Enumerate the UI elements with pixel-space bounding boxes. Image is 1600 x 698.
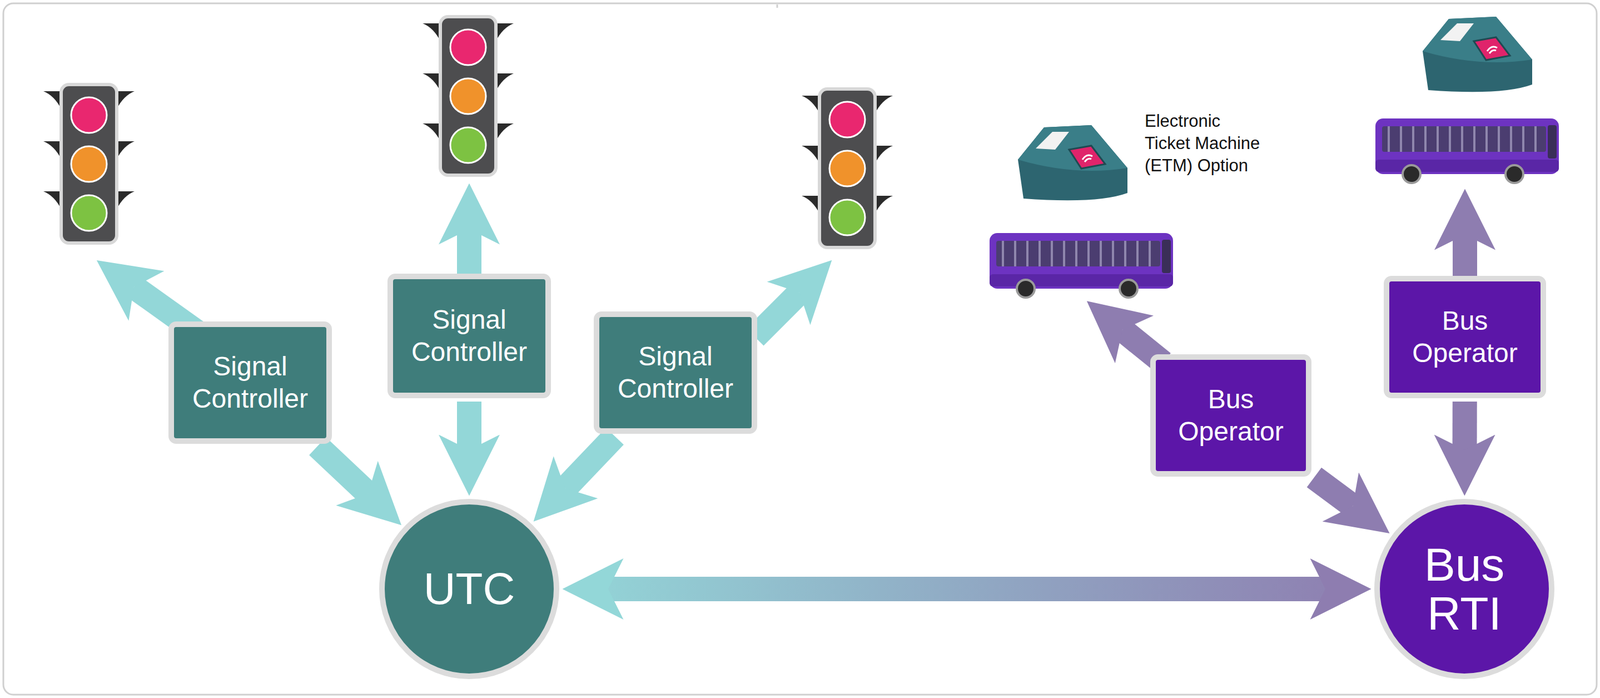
connector-arrow [1314,476,1353,506]
node-label: UTC [423,564,515,614]
bus-operator-box: Bus Operator [1150,354,1312,477]
node-label: Signal Controller [406,303,533,368]
ticket-machine [1017,125,1128,201]
signal-arrow [456,229,482,274]
traffic-light [43,84,135,243]
signal-controller-box: Signal Controller [593,311,758,434]
bus [989,232,1174,298]
bus-operator-box: Bus Operator [1383,275,1547,399]
connector-arrow [456,401,482,450]
traffic-light [422,16,514,176]
connector-arrow [317,445,369,494]
bus [1375,118,1559,183]
node-label: Bus Operator [1169,383,1293,447]
utc-circle: UTC [379,498,560,679]
connector-arrow [1452,401,1478,450]
signal-controller-box: Signal Controller [168,321,332,444]
connector-arrow [608,576,1326,601]
bus-arrow [1452,234,1478,276]
node-label: Signal Controller [187,350,313,415]
traffic-light [801,88,893,248]
node-label: Bus RTI [1393,539,1536,638]
node-label: Signal Controller [612,340,739,405]
connector-arrow [565,435,615,489]
node-label: Bus Operator [1402,304,1528,369]
ticket-machine [1422,16,1533,92]
bus-rti-circle: Bus RTI [1374,498,1555,679]
callout-label: Electronic Ticket Machine (ETM) Option [1144,110,1265,177]
panel-border [3,3,1597,695]
signal-arrow [754,292,800,337]
signal-controller-box: Signal Controller [387,273,551,399]
